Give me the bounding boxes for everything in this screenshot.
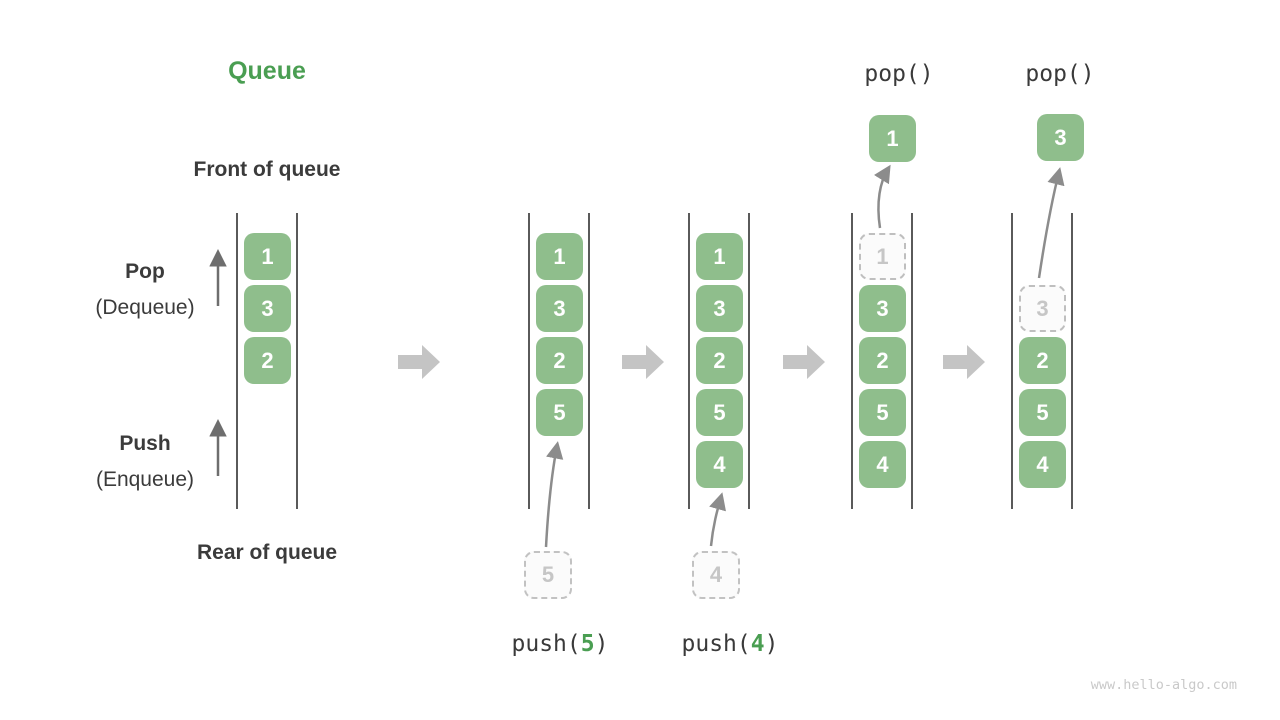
pop-operation-label: pop() <box>1025 61 1095 87</box>
popped-item: 3 <box>1037 114 1084 161</box>
queue-item: 3 <box>859 285 906 332</box>
dequeue-sublabel: (Dequeue) <box>95 296 195 319</box>
flow-arrow-icon <box>783 345 825 379</box>
queue-item: 4 <box>859 441 906 488</box>
queue-channel-state-4: 1 3 2 5 4 <box>851 213 913 509</box>
queue-item: 2 <box>859 337 906 384</box>
queue-item: 2 <box>536 337 583 384</box>
queue-item: 3 <box>696 285 743 332</box>
flow-arrow-icon <box>622 345 664 379</box>
incoming-item: 5 <box>524 551 572 599</box>
queue-item: 5 <box>696 389 743 436</box>
queue-item: 3 <box>244 285 291 332</box>
queue-item: 5 <box>1019 389 1066 436</box>
watermark: www.hello-algo.com <box>1090 677 1237 693</box>
queue-item: 5 <box>536 389 583 436</box>
flow-arrow-icon <box>943 345 985 379</box>
queue-item: 2 <box>696 337 743 384</box>
op-text: ) <box>594 631 609 657</box>
ghost-popped-slot: 3 <box>1019 285 1066 332</box>
popped-item: 1 <box>869 115 916 162</box>
queue-item: 2 <box>244 337 291 384</box>
queue-item: 4 <box>1019 441 1066 488</box>
push-operation-label: push(4) <box>655 631 805 657</box>
enqueue-sublabel: (Enqueue) <box>95 468 195 491</box>
queue-channel-state-3: 1 3 2 5 4 <box>688 213 750 509</box>
push-operation-label: push(5) <box>485 631 635 657</box>
queue-item: 3 <box>536 285 583 332</box>
queue-item: 4 <box>696 441 743 488</box>
pop-label: Pop <box>125 260 165 283</box>
op-text: push( <box>511 631 581 657</box>
flow-arrow-icon <box>398 345 440 379</box>
queue-item: 5 <box>859 389 906 436</box>
queue-channel-state-2: 1 3 2 5 <box>528 213 590 509</box>
op-argument: 4 <box>750 631 765 657</box>
incoming-item: 4 <box>692 551 740 599</box>
ghost-popped-slot: 1 <box>859 233 906 280</box>
queue-item: 2 <box>1019 337 1066 384</box>
op-text: ) <box>764 631 779 657</box>
diagram-title: Queue <box>228 57 306 85</box>
push-label: Push <box>119 432 171 455</box>
queue-item: 1 <box>536 233 583 280</box>
queue-channel-state-1: 1 3 2 <box>236 213 298 509</box>
op-argument: 5 <box>580 631 595 657</box>
rear-of-queue-label: Rear of queue <box>196 541 338 564</box>
queue-item: 1 <box>244 233 291 280</box>
queue-channel-state-5: 3 2 5 4 <box>1011 213 1073 509</box>
queue-item: 1 <box>696 233 743 280</box>
front-of-queue-label: Front of queue <box>193 158 341 181</box>
op-text: push( <box>681 631 751 657</box>
pop-operation-label: pop() <box>864 61 934 87</box>
